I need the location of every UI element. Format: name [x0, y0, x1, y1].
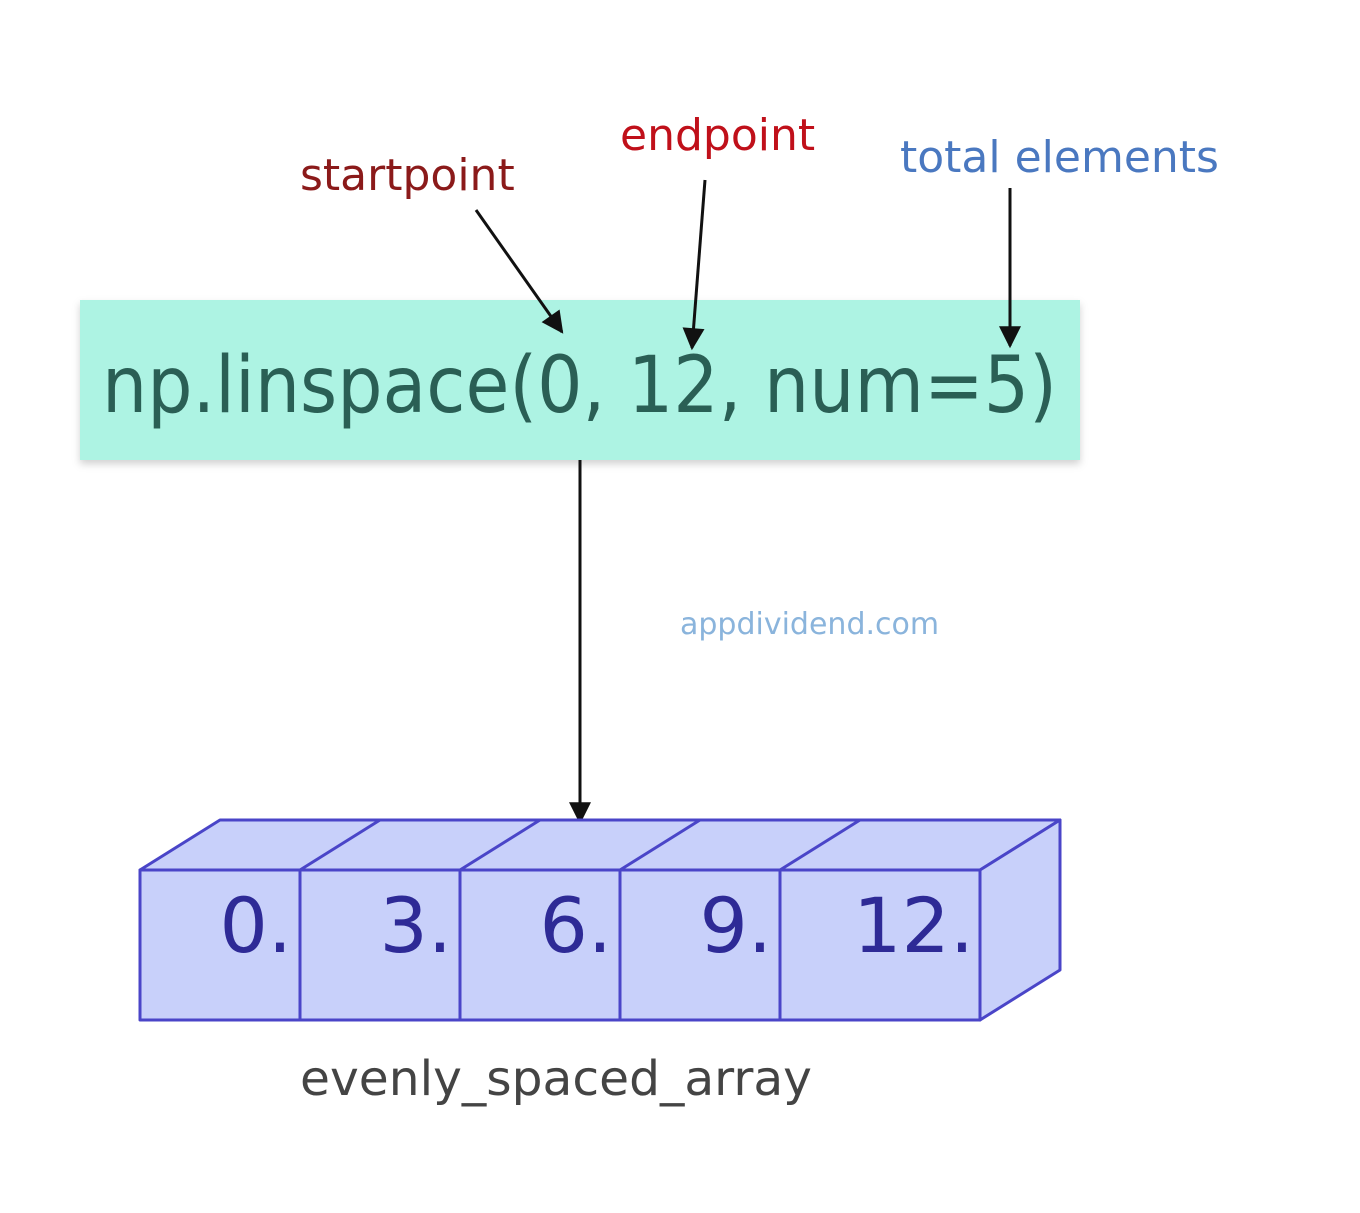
array-block [138, 818, 1062, 1022]
code-box [80, 300, 1080, 460]
endpoint-arrow [682, 179, 707, 351]
startpoint-label: startpoint [300, 150, 515, 201]
array-name-label: evenly_spaced_array [300, 1051, 812, 1107]
array-cell-value: 6. [539, 881, 612, 970]
array-cell-value: 3. [379, 881, 452, 970]
top-divider [619, 818, 701, 872]
top-divider [779, 818, 861, 872]
total-elements-label: total elements [900, 132, 1219, 183]
top-divider [459, 818, 541, 872]
code-expression: np.linspace(0, 12, num=5) [102, 341, 1057, 431]
array-top-face [138, 818, 1062, 872]
array-cell-value: 0. [219, 881, 292, 970]
array-values: 0. 3. 6. 9. 12. [219, 881, 974, 970]
startpoint-arrow [474, 209, 564, 334]
top-divider [299, 818, 381, 872]
array-cell-value: 12. [853, 881, 974, 970]
array-cell-value: 9. [699, 881, 772, 970]
watermark: appdividend.com [680, 607, 939, 642]
endpoint-label: endpoint [620, 110, 815, 161]
array-front-face [138, 868, 982, 1022]
